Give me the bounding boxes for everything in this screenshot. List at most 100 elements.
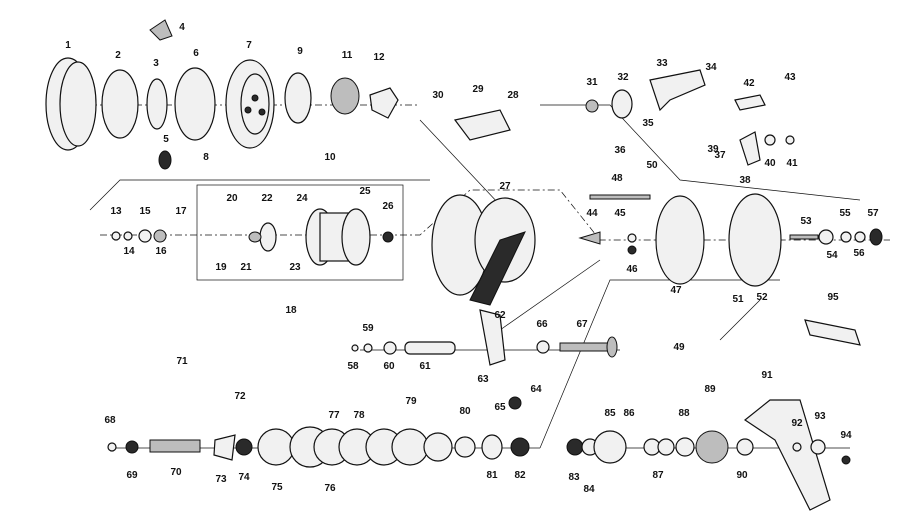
callout-label: 3 bbox=[153, 58, 159, 69]
callout-label: 45 bbox=[614, 208, 626, 219]
callout-label: 5 bbox=[163, 134, 169, 145]
level-wind-parts bbox=[351, 309, 618, 410]
callout-label: 93 bbox=[814, 411, 826, 422]
callout-label: 52 bbox=[756, 292, 768, 303]
callout-label: 59 bbox=[362, 323, 374, 334]
callout-label: 65 bbox=[494, 402, 506, 413]
callout-label: 92 bbox=[791, 418, 803, 429]
callout-label: 70 bbox=[170, 467, 182, 478]
callout-label: 21 bbox=[240, 262, 252, 273]
drive-gear-parts bbox=[107, 399, 851, 511]
callout-label: 87 bbox=[652, 470, 664, 481]
spool-parts bbox=[111, 208, 394, 266]
callout-label: 24 bbox=[296, 193, 308, 204]
callout-label: 23 bbox=[289, 262, 301, 273]
callout-label: 95 bbox=[827, 292, 839, 303]
callout-label: 28 bbox=[507, 90, 519, 101]
callout-label: 83 bbox=[568, 472, 580, 483]
callout-label: 66 bbox=[536, 319, 548, 330]
callout-label: 57 bbox=[867, 208, 879, 219]
callout-label: 31 bbox=[586, 77, 598, 88]
callout-label: 1 bbox=[65, 40, 71, 51]
callout-label: 71 bbox=[176, 356, 188, 367]
callout-label: 54 bbox=[826, 250, 838, 261]
callout-label: 50 bbox=[646, 160, 658, 171]
right-side-parts bbox=[578, 69, 883, 346]
callout-label: 74 bbox=[238, 472, 250, 483]
callout-label: 17 bbox=[175, 206, 187, 217]
callout-label: 15 bbox=[139, 206, 151, 217]
callout-label: 25 bbox=[359, 186, 371, 197]
callout-label: 29 bbox=[472, 84, 484, 95]
callout-label: 94 bbox=[840, 430, 852, 441]
callout-label: 35 bbox=[642, 118, 654, 129]
callout-label: 14 bbox=[123, 246, 135, 257]
reel-frame bbox=[431, 109, 782, 306]
callout-label: 9 bbox=[297, 46, 303, 57]
callout-label: 49 bbox=[673, 342, 685, 353]
callout-label: 60 bbox=[383, 361, 395, 372]
callout-label: 4 bbox=[179, 22, 185, 33]
callout-label: 80 bbox=[459, 406, 471, 417]
callout-label: 33 bbox=[656, 58, 668, 69]
callout-label: 40 bbox=[764, 158, 776, 169]
callout-label: 75 bbox=[271, 482, 283, 493]
callout-label: 79 bbox=[405, 396, 417, 407]
callout-label: 12 bbox=[373, 52, 385, 63]
callout-label: 37 bbox=[714, 150, 726, 161]
callout-label: 47 bbox=[670, 285, 682, 296]
callout-label: 58 bbox=[347, 361, 359, 372]
callout-label: 69 bbox=[126, 470, 138, 481]
callout-label: 91 bbox=[761, 370, 773, 381]
callout-label: 20 bbox=[226, 193, 238, 204]
callout-label: 85 bbox=[604, 408, 616, 419]
callout-label: 19 bbox=[215, 262, 227, 273]
callout-label: 18 bbox=[285, 305, 297, 316]
callout-label: 2 bbox=[115, 50, 121, 61]
callout-label: 44 bbox=[586, 208, 598, 219]
callout-label: 55 bbox=[839, 208, 851, 219]
callout-label: 30 bbox=[432, 90, 444, 101]
callout-label: 51 bbox=[732, 294, 744, 305]
callout-label: 7 bbox=[246, 40, 252, 51]
callout-label: 48 bbox=[611, 173, 623, 184]
callout-label: 61 bbox=[419, 361, 431, 372]
callout-label: 81 bbox=[486, 470, 498, 481]
callout-label: 73 bbox=[215, 474, 227, 485]
callout-label: 10 bbox=[324, 152, 336, 163]
callout-label: 63 bbox=[477, 374, 489, 385]
callout-label: 6 bbox=[193, 48, 199, 59]
callout-label: 67 bbox=[576, 319, 588, 330]
callout-label: 89 bbox=[704, 384, 716, 395]
callout-label: 42 bbox=[743, 78, 755, 89]
callout-label: 13 bbox=[110, 206, 122, 217]
callout-label: 27 bbox=[499, 181, 511, 192]
callout-label: 36 bbox=[614, 145, 626, 156]
callout-label: 62 bbox=[494, 310, 506, 321]
callout-label: 8 bbox=[203, 152, 209, 163]
callout-label: 82 bbox=[514, 470, 526, 481]
callout-label: 41 bbox=[786, 158, 798, 169]
callout-label: 43 bbox=[784, 72, 796, 83]
callout-label: 39 bbox=[707, 144, 719, 155]
callout-label: 26 bbox=[382, 201, 394, 212]
callout-label: 76 bbox=[324, 483, 336, 494]
callout-label: 86 bbox=[623, 408, 635, 419]
callout-label: 32 bbox=[617, 72, 629, 83]
callout-label: 11 bbox=[342, 50, 353, 61]
callout-label: 68 bbox=[104, 415, 116, 426]
callout-label: 88 bbox=[678, 408, 690, 419]
callout-label: 90 bbox=[736, 470, 748, 481]
callout-label: 34 bbox=[705, 62, 717, 73]
top-row-parts bbox=[45, 19, 399, 170]
callout-label: 64 bbox=[530, 384, 542, 395]
callout-label: 38 bbox=[739, 175, 751, 186]
callout-label: 84 bbox=[583, 484, 595, 495]
callout-label: 46 bbox=[626, 264, 638, 275]
callout-label: 53 bbox=[800, 216, 812, 227]
callout-label: 72 bbox=[234, 391, 246, 402]
callout-label: 77 bbox=[328, 410, 340, 421]
callout-label: 78 bbox=[353, 410, 365, 421]
